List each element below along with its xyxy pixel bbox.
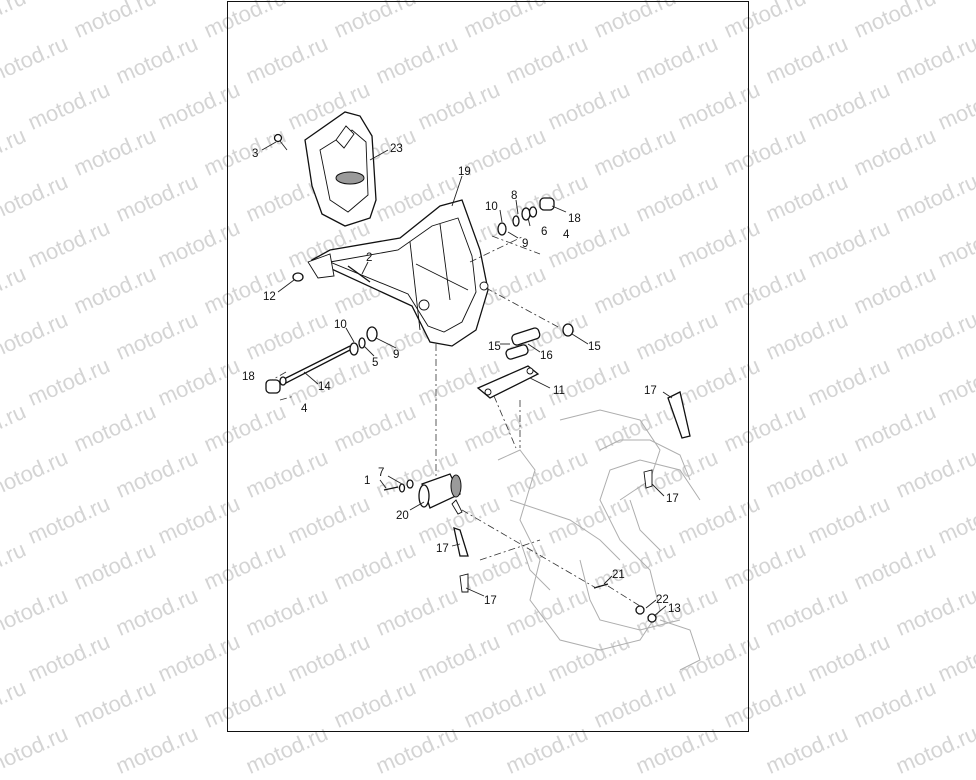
bushing-part-18-left: [265, 379, 281, 394]
assembly-dashed-lines: [271, 235, 641, 607]
callout-15-right: 15: [588, 341, 601, 353]
callout-3: 3: [252, 148, 258, 160]
callout-10-left: 10: [334, 319, 347, 331]
callout-7: 7: [378, 467, 384, 479]
axle-part-14: [279, 345, 351, 386]
frame-part-19: [307, 199, 489, 347]
ghost-frame-outline: [497, 409, 701, 671]
callout-15-left: 15: [488, 341, 501, 353]
bushings-part-15-16: [505, 323, 574, 360]
callout-8: 8: [511, 190, 517, 202]
callout-19: 19: [458, 166, 471, 178]
wear-strips-part-17: [453, 391, 691, 593]
callout-12: 12: [263, 291, 276, 303]
fasteners-part-21-22-13: [593, 583, 657, 623]
callout-17-right: 17: [666, 493, 679, 505]
bolt-part-3: [273, 133, 288, 151]
pin-part-2: [347, 265, 371, 283]
callout-6: 6: [541, 226, 547, 238]
damper-part-20: [418, 473, 463, 515]
callout-18-left: 18: [242, 371, 255, 383]
callout-18-right: 18: [568, 213, 581, 225]
callout-5: 5: [372, 357, 378, 369]
callout-17-top: 17: [644, 385, 657, 397]
callout-23: 23: [390, 143, 403, 155]
callout-21: 21: [612, 569, 625, 581]
link-plate-part-11: [476, 365, 540, 399]
bearing-stack-left: [349, 326, 378, 356]
callout-22: 22: [656, 594, 669, 606]
callout-20: 20: [396, 510, 409, 522]
callout-17-bottom: 17: [484, 595, 497, 607]
leader-lines: [261, 141, 673, 617]
bearing-stack-right: [497, 197, 555, 236]
callout-2: 2: [366, 252, 372, 264]
callout-1: 1: [364, 475, 370, 487]
exploded-parts-diagram: 3 23 19 2 12 8 10 18 6 4 9 10 5 9 18 14 …: [242, 111, 701, 671]
callout-10-right: 10: [485, 201, 498, 213]
callout-13: 13: [668, 603, 681, 615]
callout-9-left: 9: [393, 349, 399, 361]
nut-part-12: [292, 272, 304, 282]
callout-11: 11: [553, 385, 565, 397]
callout-labels: 3 23 19 2 12 8 10 18 6 4 9 10 5 9 18 14 …: [242, 143, 681, 615]
callout-16: 16: [540, 350, 553, 362]
callout-9-right: 9: [522, 238, 528, 250]
callout-17-middle: 17: [436, 543, 449, 555]
fasteners-part-1-7: [383, 479, 414, 493]
cover-part-23: [304, 111, 377, 227]
callout-4-left: 4: [301, 403, 308, 415]
callout-14: 14: [318, 381, 331, 393]
callout-4-right: 4: [563, 229, 570, 241]
